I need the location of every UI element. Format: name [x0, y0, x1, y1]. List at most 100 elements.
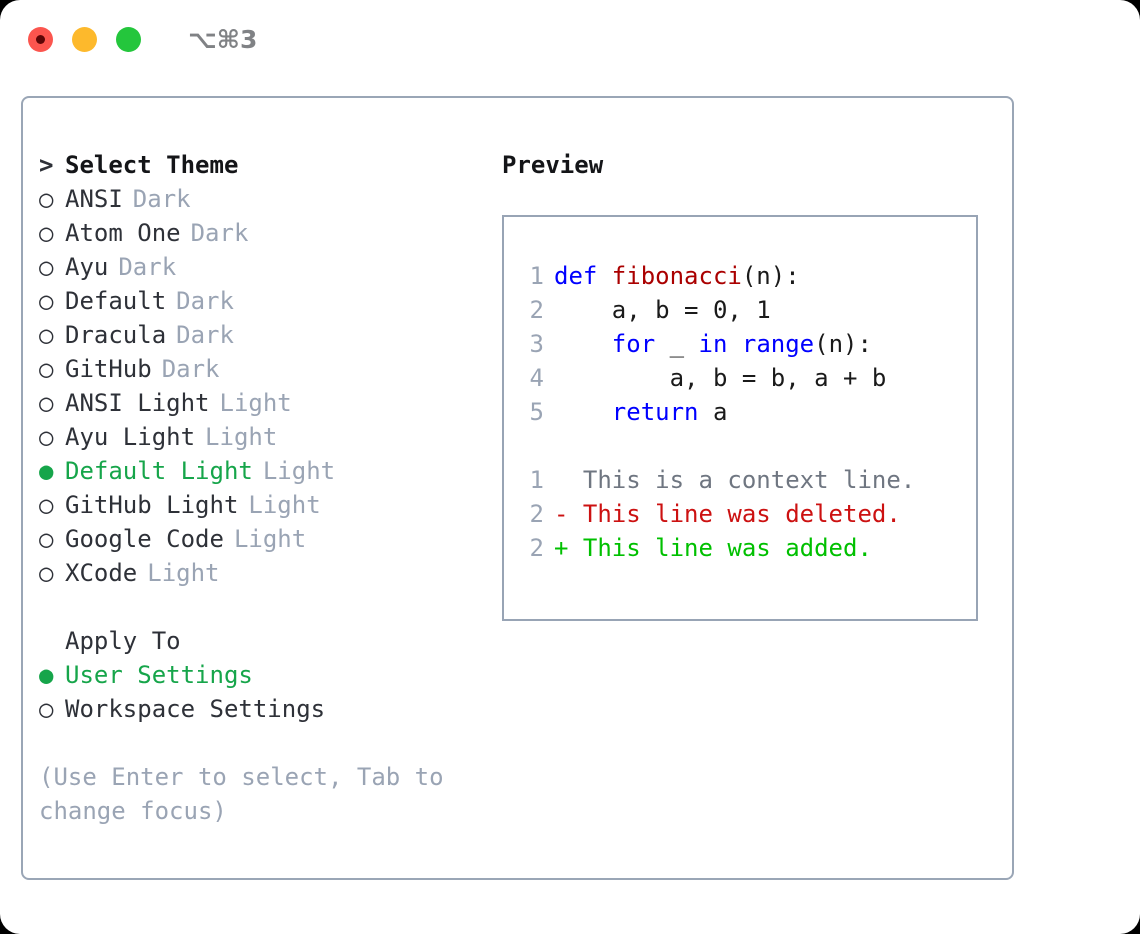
- diff-line: 2- This line was deleted.: [518, 497, 915, 531]
- code-token: (n):: [741, 262, 800, 290]
- theme-list-item[interactable]: ○ XCode Light: [39, 556, 479, 590]
- theme-list-item[interactable]: ○ Google Code Light: [39, 522, 479, 556]
- apply-to-options: ●User Settings○Workspace Settings: [39, 658, 479, 726]
- theme-category-label: Light: [262, 457, 336, 485]
- code-line-number: 1: [529, 262, 544, 290]
- theme-name-label: XCode: [65, 559, 138, 587]
- theme-name-label: ANSI Light: [65, 389, 210, 417]
- theme-category-label: Dark: [176, 321, 234, 349]
- radio-selected-icon: ●: [39, 457, 54, 485]
- diff-line: 2 + This line was added.: [518, 531, 915, 565]
- apply-to-header-marker-placeholder: ○: [39, 624, 65, 658]
- radio-unselected-icon: ○: [39, 219, 54, 247]
- theme-category-label: Dark: [190, 219, 249, 247]
- theme-category-label: Dark: [132, 185, 191, 213]
- zoom-button-icon[interactable]: [116, 26, 141, 52]
- apply-to-option[interactable]: ○Workspace Settings: [39, 692, 479, 726]
- select-theme-header-label: Select Theme: [65, 151, 239, 179]
- code-token: return: [611, 398, 699, 426]
- apply-to-option-label: Workspace Settings: [65, 695, 326, 723]
- theme-name-label: Atom One: [65, 219, 181, 247]
- diff-text: This is a context line.: [582, 466, 916, 494]
- radio-unselected-icon: ○: [39, 287, 54, 315]
- code-token: a, b = b, a + b: [554, 364, 887, 392]
- code-token: range: [741, 330, 815, 358]
- code-token: a, b = 0, 1: [554, 296, 771, 324]
- apply-to-option[interactable]: ●User Settings: [39, 658, 479, 692]
- theme-category-label: Dark: [161, 355, 220, 383]
- preview-title: Preview: [502, 151, 604, 179]
- theme-name-label: Ayu: [65, 253, 109, 281]
- diff-text: This line was deleted.: [582, 500, 901, 528]
- theme-category-label: Light: [219, 389, 292, 417]
- theme-category-label: Light: [147, 559, 220, 587]
- theme-name-label: Google Code: [65, 525, 224, 553]
- theme-name-label: Ayu Light: [65, 423, 196, 451]
- code-blank-line: [518, 429, 915, 463]
- window-controls: [28, 26, 141, 52]
- theme-list-item[interactable]: ○ GitHub Light Light: [39, 488, 479, 522]
- theme-list-item[interactable]: ○ Default Dark: [39, 284, 479, 318]
- theme-name-label: Default: [65, 287, 167, 315]
- radio-unselected-icon: ○: [39, 525, 54, 553]
- code-token: def: [554, 262, 612, 290]
- keyboard-hint-text: (Use Enter to select, Tab to change focu…: [39, 763, 444, 825]
- theme-category-label: Dark: [176, 287, 234, 315]
- theme-name-label: GitHub: [65, 355, 152, 383]
- diff-line: 1 This is a context line.: [518, 463, 916, 497]
- theme-list-item[interactable]: ○ Atom One Dark: [39, 216, 479, 250]
- code-line-number: 5: [529, 398, 544, 426]
- select-theme-header: > Select Theme: [39, 148, 479, 182]
- radio-unselected-icon: ○: [39, 321, 54, 349]
- radio-unselected-icon: ○: [39, 423, 54, 451]
- section-spacer: [39, 590, 479, 624]
- prompt-caret-icon: >: [39, 151, 54, 179]
- radio-unselected-icon: ○: [39, 559, 54, 587]
- theme-list-item[interactable]: ○ Ayu Dark: [39, 250, 479, 284]
- keyboard-shortcut-label: ⌥⌘3: [188, 24, 258, 54]
- code-line-number: 3: [529, 330, 544, 358]
- theme-name-label: GitHub Light: [65, 491, 239, 519]
- title-bar: ⌥⌘3: [0, 0, 1140, 78]
- diff-line-number: 2: [529, 534, 544, 562]
- code-line: 4 a, b = b, a + b: [518, 361, 915, 395]
- theme-category-label: Light: [233, 525, 307, 553]
- theme-category-label: Light: [205, 423, 278, 451]
- hint-spacer: [39, 726, 479, 760]
- close-button-icon[interactable]: [28, 26, 53, 52]
- minimize-button-icon[interactable]: [72, 26, 97, 52]
- diff-marker: +: [554, 534, 583, 562]
- code-token: a: [698, 398, 728, 426]
- diff-text: This line was added.: [582, 534, 872, 562]
- apply-to-option-label: User Settings: [65, 661, 253, 689]
- radio-unselected-icon: ○: [39, 253, 54, 281]
- code-token: [554, 398, 612, 426]
- code-line-number: 4: [529, 364, 544, 392]
- code-line-number: 2: [529, 296, 544, 324]
- code-line: 2 a, b = 0, 1: [518, 293, 915, 327]
- code-token: [727, 330, 741, 358]
- theme-category-label: Dark: [118, 253, 177, 281]
- theme-name-label: ANSI: [65, 185, 123, 213]
- apply-to-header-label: Apply To: [65, 627, 181, 655]
- code-token: [554, 330, 612, 358]
- code-token: in: [698, 330, 728, 358]
- theme-list-item[interactable]: ○ Ayu Light Light: [39, 420, 479, 454]
- apply-to-header: ○Apply To: [39, 624, 479, 658]
- radio-unselected-icon: ○: [39, 491, 54, 519]
- theme-category-label: Light: [248, 491, 321, 519]
- code-token: for: [611, 330, 656, 358]
- code-line: 3 for _ in range(n):: [518, 327, 915, 361]
